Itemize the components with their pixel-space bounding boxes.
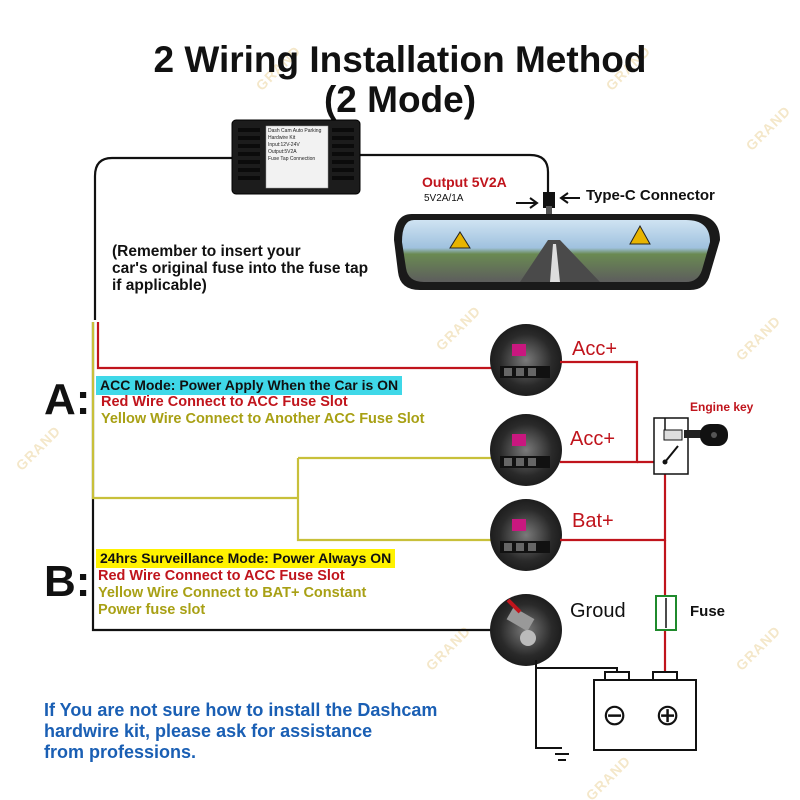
fuse-label: Fuse xyxy=(690,603,726,620)
fuse-slot-label-bat: Bat+ xyxy=(572,510,614,532)
ground-label: Groud xyxy=(570,600,626,622)
module-label: Dash Cam Auto Parking Hardwire Kit Input… xyxy=(268,128,322,162)
fuse-slot-label-acc-1: Acc+ xyxy=(572,338,618,360)
car-battery xyxy=(593,671,697,751)
red-wire xyxy=(96,322,500,370)
output-label: Output 5V2A xyxy=(422,174,507,190)
engine-key-label: Engine key xyxy=(690,400,754,414)
title-line-1: 2 Wiring Installation Method xyxy=(153,39,647,80)
mode-b-letter: B: xyxy=(44,557,91,606)
mode-a-yellow-wire-text: Yellow Wire Connect to Another ACC Fuse … xyxy=(101,411,425,427)
connector-arrow xyxy=(559,192,580,204)
fuse-slot-label-acc-2: Acc+ xyxy=(570,428,616,450)
fuse-box-bat xyxy=(490,499,562,571)
rearview-mirror xyxy=(394,214,720,290)
output-arrow xyxy=(516,197,539,209)
engine-key-switch xyxy=(653,417,689,475)
hardwire-module xyxy=(231,119,361,195)
mode-a-title: ACC Mode: Power Apply When the Car is ON xyxy=(96,376,403,395)
output-sublabel: 5V2A/1A xyxy=(424,193,464,204)
mode-b-red-wire-text: Red Wire Connect to ACC Fuse Slot xyxy=(98,568,345,584)
footer-note: If You are not sure how to install the D… xyxy=(44,700,438,762)
mode-a-letter: A: xyxy=(44,375,91,424)
battery-minus-icon: ⊖ xyxy=(602,699,628,732)
car-key-icon xyxy=(684,424,728,446)
fuse-box-acc-1 xyxy=(490,324,562,396)
mode-a-red-wire-text: Red Wire Connect to ACC Fuse Slot xyxy=(101,394,348,410)
battery-plus-icon: ⊕ xyxy=(655,699,681,732)
inline-fuse xyxy=(655,595,677,631)
fuse-note: (Remember to insert your car's original … xyxy=(112,243,369,294)
title-line-2: (2 Mode) xyxy=(323,79,477,120)
ground-bolt-image xyxy=(490,594,562,666)
yellow-wire xyxy=(91,322,500,542)
connector-label: Type-C Connector xyxy=(586,187,715,204)
fuse-box-acc-2 xyxy=(490,414,562,486)
mode-b-title: 24hrs Surveillance Mode: Power Always ON xyxy=(96,549,396,568)
mode-b-yellow-wire-text: Yellow Wire Connect to BAT+ Constant Pow… xyxy=(98,585,367,618)
type-c-plug xyxy=(543,192,555,208)
